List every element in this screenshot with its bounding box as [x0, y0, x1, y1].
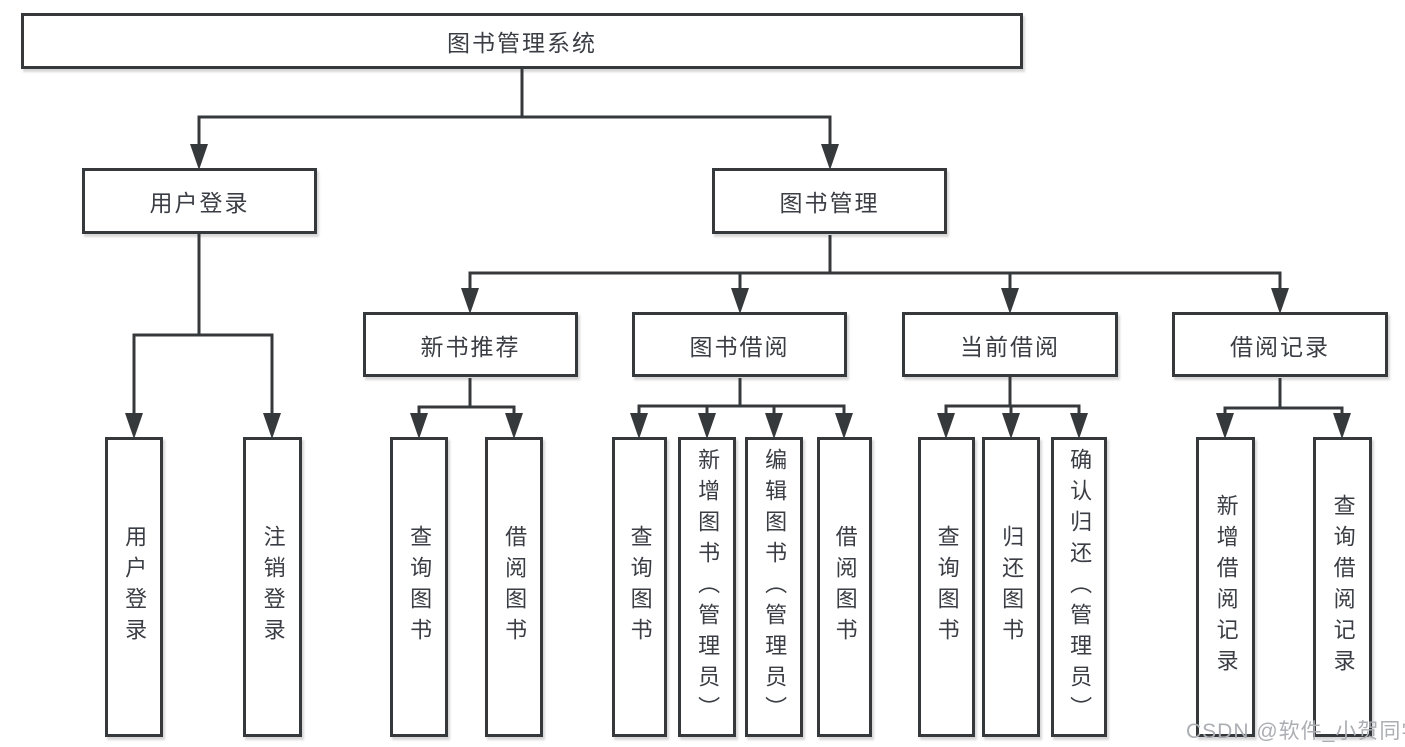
connector-current-borrow-children: [937, 376, 1088, 439]
node-root: 图书管理系统: [21, 13, 1023, 69]
arrowhead: [263, 413, 281, 439]
arrowhead: [1333, 413, 1351, 439]
connector-book-borrow-children: [630, 378, 853, 439]
leaf-borrow-book: 借阅图书: [817, 437, 872, 737]
arrowhead: [190, 144, 208, 170]
leaf-user-login: 用户登录: [105, 437, 163, 737]
node-current-borrow-label: 当前借阅: [960, 333, 1060, 360]
arrowhead: [821, 144, 839, 170]
connector-borrow-record-children: [1216, 378, 1351, 439]
node-book-borrow: 图书借阅: [632, 312, 847, 377]
connector-line: [417, 378, 516, 417]
arrowhead: [835, 413, 853, 439]
leaf-query-book-current: 查询图书: [918, 437, 975, 737]
leaf-edit-book-admin-label: 编辑图书（管理员）: [762, 447, 788, 727]
node-book-management-label: 图书管理: [779, 190, 880, 216]
leaf-user-login-label: 用户登录: [122, 525, 148, 649]
arrowhead: [1002, 413, 1020, 439]
leaf-query-book-current-label: 查询图书: [934, 525, 960, 649]
arrowhead: [698, 413, 716, 439]
node-user-login-label: 用户登录: [149, 190, 250, 216]
connector-user-login-children: [125, 234, 281, 439]
leaf-logout-login-label: 注销登录: [260, 525, 286, 649]
leaf-add-book-admin: 新增图书（管理员）: [678, 437, 736, 737]
leaf-query-book-recommend-label: 查询图书: [407, 525, 433, 649]
leaf-query-borrow-record-label: 查询借阅记录: [1330, 494, 1356, 680]
leaf-add-borrow-record: 新增借阅记录: [1196, 437, 1255, 737]
arrowhead: [731, 288, 749, 314]
node-book-borrow-label: 图书借阅: [689, 333, 790, 360]
node-new-book-recommend-label: 新书推荐: [420, 333, 521, 360]
connector-root-to-level2: [190, 69, 839, 170]
leaf-confirm-return-admin-label: 确认归还（管理员）: [1067, 447, 1093, 727]
node-new-book-recommend: 新书推荐: [363, 312, 578, 377]
leaf-return-book-label: 归还图书: [999, 525, 1025, 649]
node-borrow-record: 借阅记录: [1172, 312, 1388, 377]
connector-line: [197, 69, 832, 148]
leaf-query-book-borrow-label: 查询图书: [627, 525, 653, 649]
connector-line: [132, 234, 274, 417]
leaf-borrow-book-recommend: 借阅图书: [485, 437, 543, 737]
arrowhead: [505, 413, 523, 439]
arrowhead: [410, 413, 428, 439]
leaf-confirm-return-admin: 确认归还（管理员）: [1051, 437, 1107, 737]
node-book-management: 图书管理: [712, 168, 947, 234]
connector-line: [468, 235, 1282, 292]
arrowhead: [630, 413, 648, 439]
arrowhead: [125, 413, 143, 439]
arrowhead: [1271, 288, 1289, 314]
connector-line: [637, 378, 846, 417]
leaf-add-book-admin-label: 新增图书（管理员）: [695, 447, 721, 727]
leaf-edit-book-admin: 编辑图书（管理员）: [745, 437, 803, 737]
connector-new-book-recommend-children: [410, 378, 523, 439]
leaf-query-book-borrow: 查询图书: [612, 437, 667, 737]
arrowhead: [937, 413, 955, 439]
connector-book-management-to-level3: [461, 235, 1289, 314]
arrowhead: [1070, 413, 1088, 439]
leaf-return-book: 归还图书: [982, 437, 1040, 737]
leaf-add-borrow-record-label: 新增借阅记录: [1213, 494, 1239, 680]
node-borrow-record-label: 借阅记录: [1230, 333, 1330, 360]
leaf-query-borrow-record: 查询借阅记录: [1313, 437, 1372, 737]
leaf-borrow-book-recommend-label: 借阅图书: [502, 525, 528, 649]
watermark-text: CSDN @软件_小贺同学: [1186, 720, 1405, 743]
arrowhead: [1216, 413, 1234, 439]
leaf-borrow-book-label: 借阅图书: [832, 525, 858, 649]
leaf-query-book-recommend: 查询图书: [390, 437, 448, 737]
node-user-login: 用户登录: [82, 168, 317, 234]
connector-line: [944, 376, 1081, 417]
leaf-logout-login: 注销登录: [243, 437, 302, 737]
arrowhead: [461, 288, 479, 314]
node-root-label: 图书管理系统: [447, 30, 597, 56]
arrowhead: [765, 413, 783, 439]
connector-line: [1223, 378, 1344, 417]
arrowhead: [1001, 288, 1019, 314]
node-current-borrow: 当前借阅: [902, 312, 1118, 377]
